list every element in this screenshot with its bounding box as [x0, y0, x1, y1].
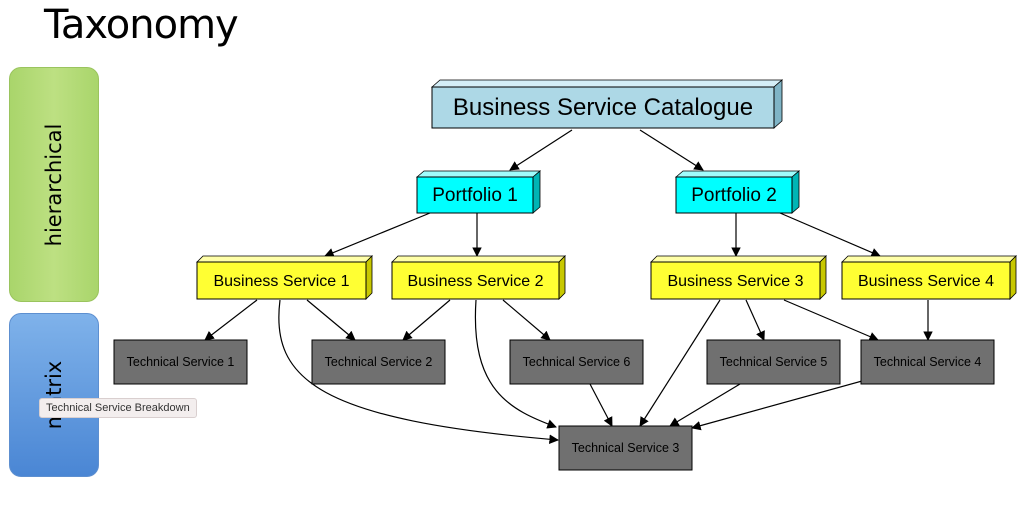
node-business-service-2-label: Business Service 2	[407, 273, 543, 290]
node-business-service-4: Business Service 4	[841, 255, 1017, 300]
node-technical-service-1: Technical Service 1	[113, 339, 248, 385]
node-technical-service-4: Technical Service 4	[860, 339, 995, 385]
matrix-panel: matrix	[9, 313, 99, 477]
edge-bs1-ts3	[278, 299, 559, 445]
edge-bs2-ts6	[502, 299, 551, 341]
edge-bs3-ts3	[639, 299, 721, 427]
node-business-service-1: Business Service 1	[196, 255, 373, 300]
edge-ts6-ts3	[589, 383, 613, 427]
node-business-service-1-label: Business Service 1	[213, 273, 349, 290]
edge-portfolio1-bs1	[324, 212, 431, 258]
node-technical-service-3-label: Technical Service 3	[572, 441, 680, 455]
node-business-service-3-label: Business Service 3	[667, 273, 803, 290]
node-technical-service-2-label: Technical Service 2	[325, 355, 433, 369]
edge-ts4-ts3	[691, 380, 863, 431]
edge-bs1-ts1	[204, 299, 258, 341]
node-technical-service-3: Technical Service 3	[558, 425, 693, 471]
edge-bs2-ts3	[474, 299, 557, 429]
node-technical-service-6: Technical Service 6	[509, 339, 644, 385]
node-catalogue-label: Business Service Catalogue	[453, 94, 753, 121]
node-technical-service-4-label: Technical Service 4	[874, 355, 982, 369]
node-technical-service-2: Technical Service 2	[311, 339, 446, 385]
edge-bs1-ts2	[306, 299, 356, 341]
node-portfolio-1-label: Portfolio 1	[432, 185, 518, 206]
hierarchical-panel: hierarchical	[9, 67, 99, 302]
edge-bs3-ts5	[745, 299, 765, 341]
edge-bs2-ts2	[402, 299, 451, 341]
tooltip: Technical Service Breakdown	[39, 398, 197, 418]
edge-catalogue-portfolio2	[639, 129, 704, 171]
edge-catalogue-portfolio1	[509, 129, 573, 171]
node-technical-service-6-label: Technical Service 6	[523, 355, 631, 369]
edge-ts5-ts3	[669, 383, 741, 427]
node-business-service-2: Business Service 2	[391, 255, 566, 300]
edge-bs3-ts4	[783, 299, 879, 342]
node-business-service-3: Business Service 3	[650, 255, 827, 300]
node-technical-service-1-label: Technical Service 1	[127, 355, 235, 369]
edge-portfolio2-bs4	[779, 212, 881, 257]
node-portfolio-1: Portfolio 1	[415, 170, 542, 214]
node-technical-service-5-label: Technical Service 5	[720, 355, 828, 369]
node-catalogue: Business Service Catalogue	[430, 79, 784, 129]
node-business-service-4-label: Business Service 4	[858, 273, 994, 290]
node-portfolio-2-label: Portfolio 2	[691, 185, 777, 206]
page-title: Taxonomy	[44, 2, 239, 48]
node-technical-service-5: Technical Service 5	[706, 339, 841, 385]
node-portfolio-2: Portfolio 2	[674, 170, 801, 214]
